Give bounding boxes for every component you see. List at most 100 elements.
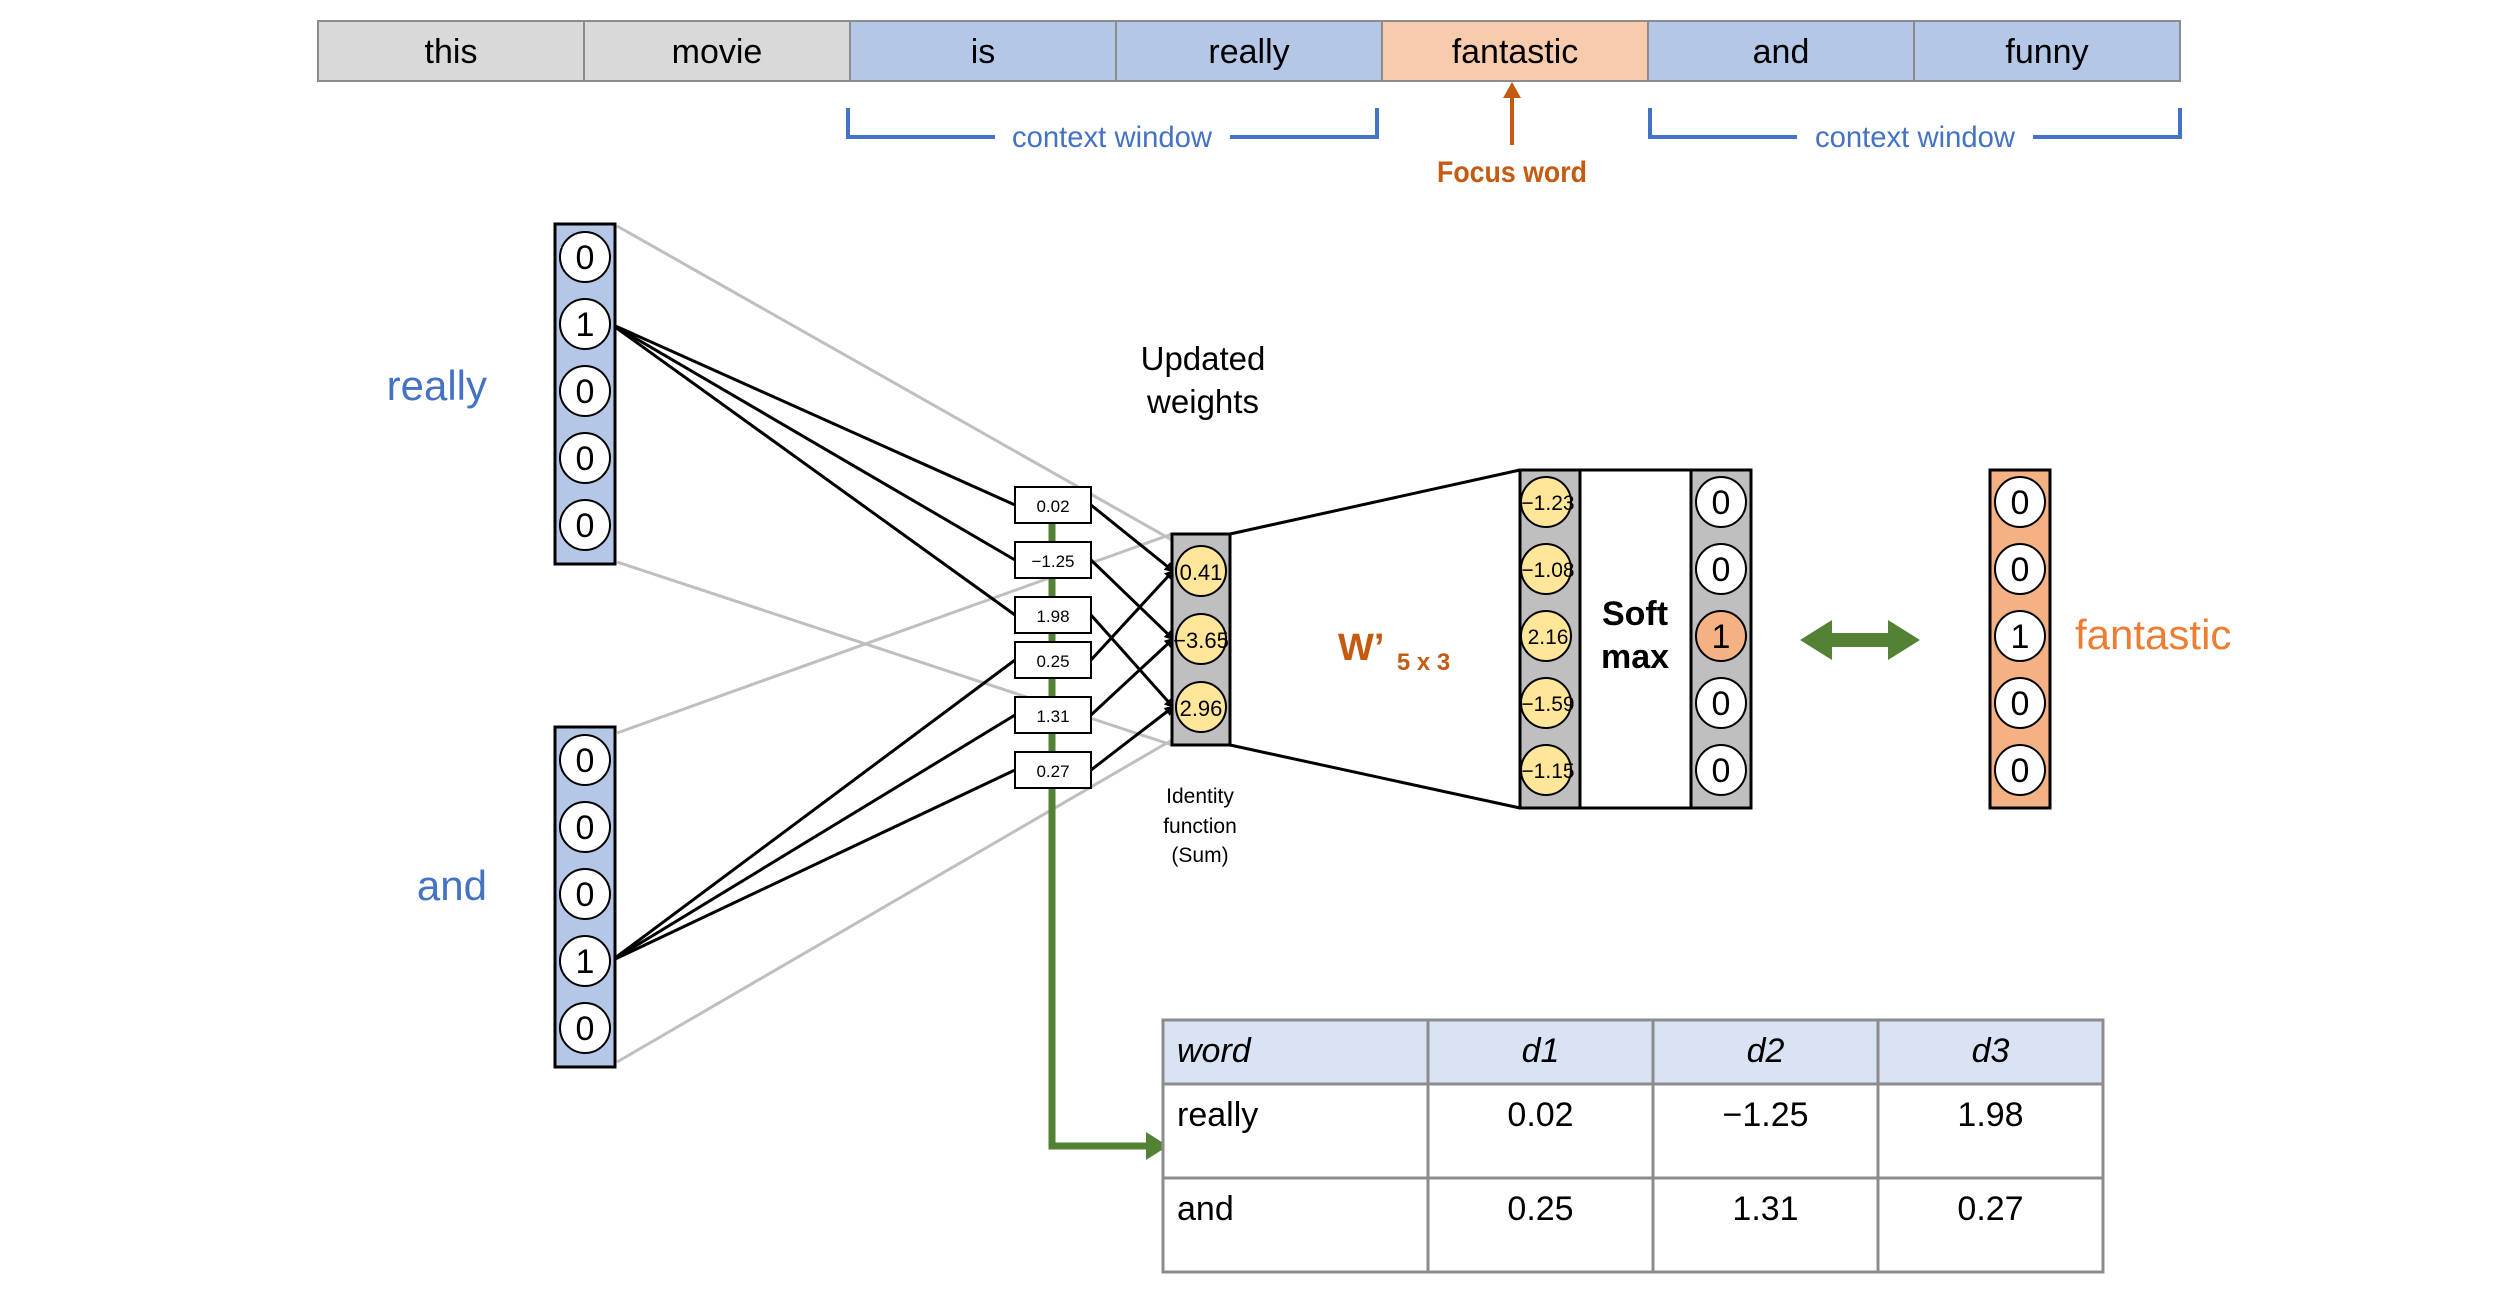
table-cell: 0.25 xyxy=(1507,1190,1573,1228)
hidden-node: 2.96 xyxy=(1175,681,1227,733)
one-hot-value: 0 xyxy=(576,239,595,277)
token-label: and xyxy=(1753,33,1810,71)
score-value: −1.15 xyxy=(1521,760,1574,783)
weight-box: 0.27 xyxy=(1014,751,1092,789)
one-hot-node: 1 xyxy=(559,298,611,350)
weight-box: 0.25 xyxy=(1014,641,1092,679)
input-to-weight-connection xyxy=(610,322,1016,617)
score-value: 2.16 xyxy=(1528,626,1569,649)
identity-caption-line3: (Sum) xyxy=(1171,844,1228,867)
table-cell: 1.31 xyxy=(1732,1190,1798,1228)
score-node: −1.15 xyxy=(1520,744,1575,796)
one-hot-node: 0 xyxy=(559,432,611,484)
one-hot-value: 0 xyxy=(576,507,595,545)
input-word-label: really xyxy=(387,362,487,409)
token-label: really xyxy=(1208,33,1289,71)
sentence-strip: this movie is really fantastic and funny xyxy=(317,20,2181,82)
weight-value: 0.27 xyxy=(1036,762,1069,781)
token-label: funny xyxy=(2005,33,2088,71)
one-hot-node: 0 xyxy=(559,868,611,920)
token-this: this xyxy=(317,20,585,82)
target-value: 0 xyxy=(2011,551,2030,589)
table-cell: 1.98 xyxy=(1957,1096,2023,1134)
identity-caption-line2: function xyxy=(1163,815,1237,838)
weight-value: 1.31 xyxy=(1036,707,1069,726)
target-node: 0 xyxy=(1994,543,2046,595)
one-hot-node: 1 xyxy=(559,935,611,987)
context-window-right: context window xyxy=(1648,108,2182,154)
weight-value: −1.25 xyxy=(1031,552,1074,571)
one-hot-value: 0 xyxy=(576,809,595,847)
one-hot-value: 1 xyxy=(576,306,595,344)
token-really: really xyxy=(1115,20,1383,82)
hidden-layer: 0.41 −3.65 2.96 xyxy=(1170,532,1232,747)
prediction-node: 1 xyxy=(1695,610,1747,662)
identity-caption-line1: Identity xyxy=(1166,785,1234,808)
one-hot-node: 0 xyxy=(559,1002,611,1054)
compare-double-arrow-icon xyxy=(1800,620,1920,660)
token-label: fantastic xyxy=(1452,33,1579,71)
weight-value: 0.02 xyxy=(1036,497,1069,516)
input-to-weight-connection xyxy=(610,768,1016,963)
token-and: and xyxy=(1647,20,1915,82)
w-prime-dimensions: 5 x 3 xyxy=(1397,649,1450,676)
output-matrix-label: W’ 5 x 3 xyxy=(1338,627,1450,676)
one-hot-value: 0 xyxy=(576,876,595,914)
projection-line-top xyxy=(1229,468,1521,536)
one-hot-node: 0 xyxy=(559,231,611,283)
softmax-label-line1: Soft xyxy=(1602,595,1668,633)
prediction-value: 0 xyxy=(1712,484,1731,522)
table-header-cell: word xyxy=(1177,1032,1252,1070)
hidden-node: 0.41 xyxy=(1175,545,1227,597)
token-funny: funny xyxy=(1913,20,2181,82)
target-node: 0 xyxy=(1994,677,2046,729)
one-hot-node: 0 xyxy=(559,365,611,417)
prediction-node: 0 xyxy=(1695,744,1747,796)
input-vectors: 0 1 0 0 0 really 0 0 0 1 0 and xyxy=(387,222,617,1069)
score-node: −1.23 xyxy=(1520,476,1575,528)
hidden-value: 2.96 xyxy=(1180,696,1223,721)
table-cell: 0.27 xyxy=(1957,1190,2023,1228)
target-value: 0 xyxy=(2011,752,2030,790)
input-word-label: and xyxy=(417,862,487,909)
one-hot-node: 0 xyxy=(559,734,611,786)
input-to-weight-connection xyxy=(610,322,1016,507)
token-label: movie xyxy=(672,33,763,71)
weight-box: 1.98 xyxy=(1014,596,1092,634)
hidden-value: 0.41 xyxy=(1180,560,1223,585)
token-label: this xyxy=(425,33,478,71)
inactive-connection xyxy=(616,738,1173,1064)
context-window-right-label: context window xyxy=(1815,121,2015,154)
input-to-weight-connection xyxy=(610,713,1016,963)
token-label: is xyxy=(971,33,996,71)
weight-value: 1.98 xyxy=(1036,607,1069,626)
one-hot-value: 1 xyxy=(576,943,595,981)
weight-to-hidden-connection xyxy=(1089,637,1175,717)
weight-box: 1.31 xyxy=(1014,696,1092,734)
w-prime-symbol: W’ xyxy=(1338,627,1382,669)
input-to-weight-connection xyxy=(610,322,1016,562)
target-value: 1 xyxy=(2011,618,2030,656)
weight-to-hidden-connection xyxy=(1089,569,1175,662)
svg-text:W’ 5 x 3: W’ 5 x 3 xyxy=(1338,627,1450,676)
hidden-value: −3.65 xyxy=(1173,628,1229,653)
softmax-label-line2: max xyxy=(1601,638,1669,676)
score-node: −1.08 xyxy=(1520,543,1575,595)
focus-word-pointer: Focus word xyxy=(1437,82,1587,189)
one-hot-value: 0 xyxy=(576,440,595,478)
weight-to-hidden-connection xyxy=(1089,558,1175,641)
score-node: 2.16 xyxy=(1520,610,1572,662)
weight-value: 0.25 xyxy=(1036,652,1069,671)
table-header-cell: d1 xyxy=(1522,1032,1560,1070)
score-value: −1.23 xyxy=(1521,492,1574,515)
prediction-node: 0 xyxy=(1695,476,1747,528)
one-hot-value: 0 xyxy=(576,1010,595,1048)
weight-to-hidden-connection xyxy=(1089,614,1175,709)
weight-box: 0.02 xyxy=(1014,486,1092,524)
token-movie: movie xyxy=(583,20,851,82)
